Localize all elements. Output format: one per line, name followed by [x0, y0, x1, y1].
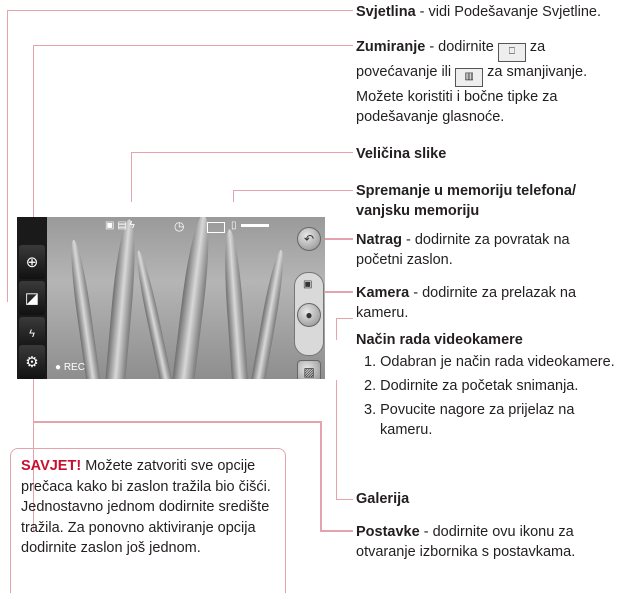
video-step-2: 2. Dodirnite za početak snimanja.	[364, 376, 626, 396]
video-step-3: 3. Povucite nagore za prijelaz na kameru…	[364, 400, 626, 440]
settings-connector-v	[320, 421, 322, 531]
settings-connector-h1	[33, 421, 320, 423]
zoom-out-icon: ▥	[455, 68, 483, 87]
callout-gallery: Galerija	[356, 489, 616, 509]
tip-label: SAVJET!	[21, 458, 81, 474]
memory-bar	[241, 224, 269, 227]
callout-zoom: Zumiranje - dodirnite ⎕ za povećavanje i…	[356, 37, 618, 127]
brightness-icon[interactable]: ◪	[19, 281, 45, 315]
zoom-in-icon: ⎕	[498, 43, 526, 62]
callout-back: Natrag - dodirnite za povratak na početn…	[356, 230, 616, 270]
battery-icon	[207, 222, 225, 233]
video-step-1: 1. Odabran je način rada videokamere.	[364, 352, 626, 372]
camera-icon[interactable]: ▣	[303, 279, 312, 290]
callout-image-size: Veličina slike	[356, 144, 616, 164]
memory-icon: ▯	[231, 220, 237, 231]
mode-switch[interactable]: ▣ ●	[294, 272, 324, 356]
gear-icon[interactable]: ⚙	[19, 345, 45, 379]
memory-connector	[233, 190, 353, 202]
callout-video-mode: Način rada videokamere 1. Odabran je nač…	[356, 330, 626, 440]
gallery-icon[interactable]: ▨	[297, 360, 321, 379]
video-connector	[336, 318, 353, 340]
record-icon[interactable]: ●	[297, 303, 321, 327]
status-icons: ▣ ▤ ϟ	[105, 220, 135, 231]
rec-indicator: ● REC	[55, 362, 85, 373]
tip-box: SAVJET! Možete zatvoriti sve opcije preč…	[10, 448, 286, 593]
callout-camera: Kamera - dodirnite za prelazak na kameru…	[356, 283, 616, 323]
magnifier-plus-icon[interactable]: ⊕	[19, 245, 45, 279]
back-arrow-icon[interactable]: ↶	[297, 227, 321, 251]
zoom-connector	[33, 45, 353, 245]
timer-icon: ◷	[174, 219, 184, 233]
left-toolbar: ⊕ ◪ ϟ ⚙	[17, 217, 47, 379]
camera-viewfinder[interactable]: ⊕ ◪ ϟ ⚙ ▣ ▤ ϟ ◷ ▯ ● REC ↶ ▣ ● ▨	[17, 217, 325, 379]
callout-brightness: Svjetlina - vidi Podešavanje Svjetline.	[356, 2, 626, 22]
settings-connector-h2	[320, 530, 353, 532]
callout-memory: Spremanje u memoriju telefona/ vanjsku m…	[356, 181, 616, 221]
callout-settings: Postavke - dodirnite ovu ikonu za otvara…	[356, 522, 618, 562]
